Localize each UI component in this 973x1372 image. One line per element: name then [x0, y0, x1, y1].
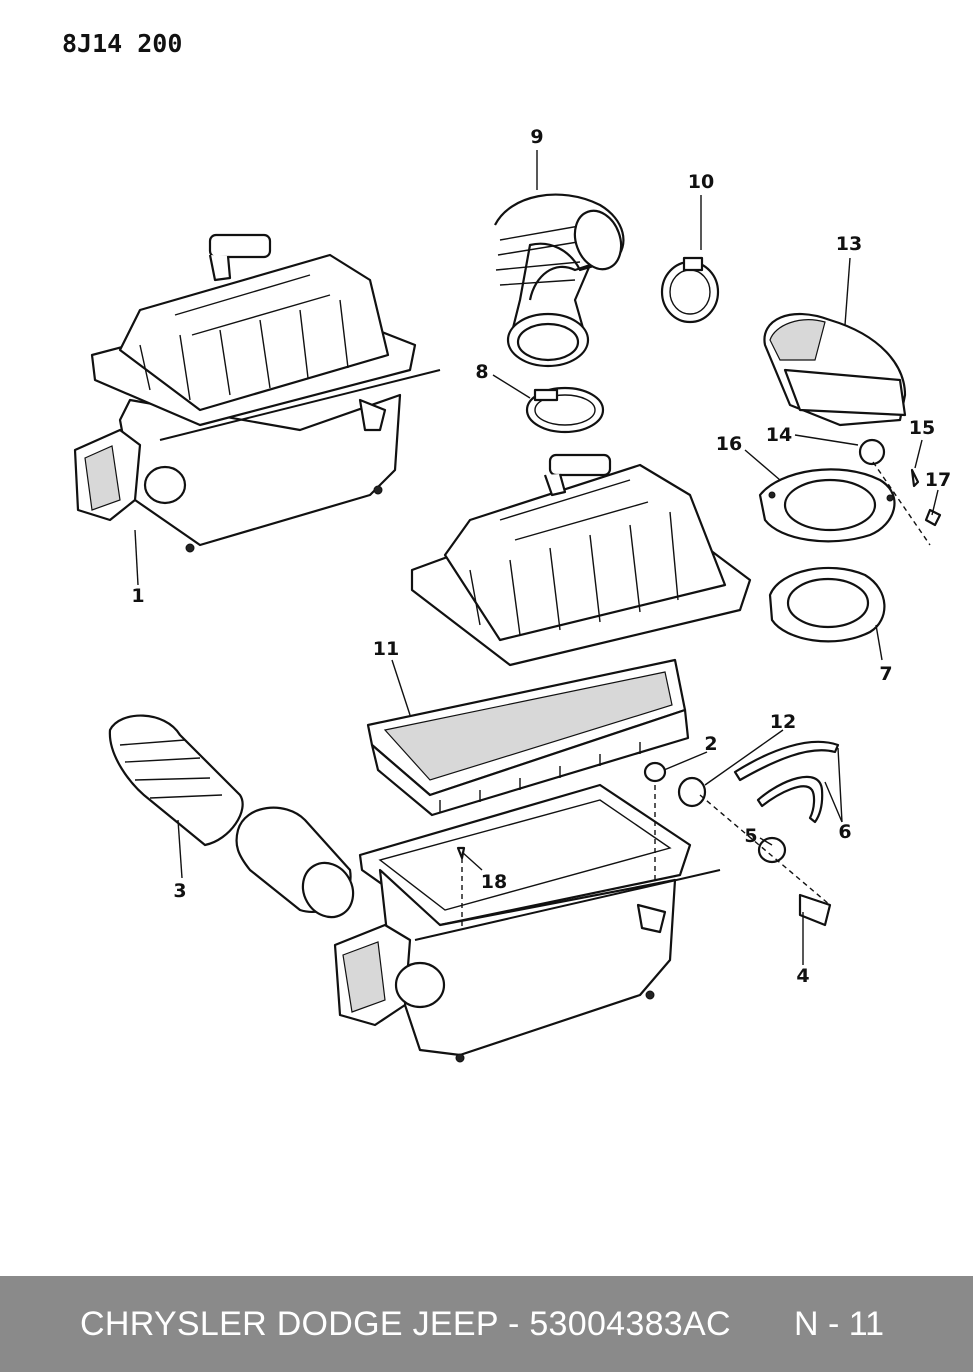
nut-17: [924, 508, 942, 527]
hose-clamp-10: [660, 256, 720, 324]
hose-clamp-8: [525, 386, 605, 434]
air-cleaner-lid: [410, 453, 752, 667]
bracket-16: [758, 468, 896, 543]
footer-part-number: CHRYSLER DODGE JEEP - 53004383AC: [80, 1305, 731, 1343]
callout-4: 4: [796, 965, 809, 987]
callout-16: 16: [716, 433, 742, 455]
air-intake-hose: [494, 193, 625, 368]
intake-tube-3: [108, 714, 355, 919]
callout-15: 15: [909, 417, 935, 439]
grommet-14: [858, 438, 886, 466]
air-cleaner-assembly: [73, 233, 441, 553]
gasket-7: [768, 566, 886, 643]
footer-page-number: N - 11: [794, 1305, 885, 1343]
clip-15: [910, 468, 920, 488]
hose-6: [733, 740, 840, 824]
callout-14: 14: [766, 424, 792, 446]
air-filter-element: [366, 658, 690, 817]
callout-2: 2: [704, 733, 717, 755]
callout-5: 5: [744, 825, 757, 847]
callout-6: 6: [838, 821, 851, 843]
parts-diagram: 8J14 200: [62, 29, 951, 1063]
diagram-code: 8J14 200: [62, 29, 182, 58]
air-cleaner-housing-lower: [333, 783, 721, 1063]
callout-labels: 1 2 3 4 5 6 7 8 9 10 11 12 13 14 15 16 1…: [131, 126, 951, 987]
leader-lines: [134, 150, 939, 965]
callout-8: 8: [475, 361, 488, 383]
callout-1: 1: [131, 585, 144, 607]
callout-12: 12: [770, 711, 796, 733]
grommet-2: [643, 761, 667, 783]
footer-bar: CHRYSLER DODGE JEEP - 53004383AC N - 11: [0, 1276, 973, 1372]
callout-10: 10: [688, 171, 714, 193]
callout-18: 18: [481, 871, 507, 893]
valve-5: [757, 836, 787, 864]
callout-13: 13: [836, 233, 862, 255]
housing-13: [763, 312, 907, 427]
callout-7: 7: [879, 663, 892, 685]
callout-3: 3: [173, 880, 186, 902]
valve-12: [677, 776, 707, 808]
clip-4: [798, 893, 832, 927]
callout-9: 9: [530, 126, 543, 148]
callout-17: 17: [925, 469, 951, 491]
callout-11: 11: [373, 638, 399, 660]
